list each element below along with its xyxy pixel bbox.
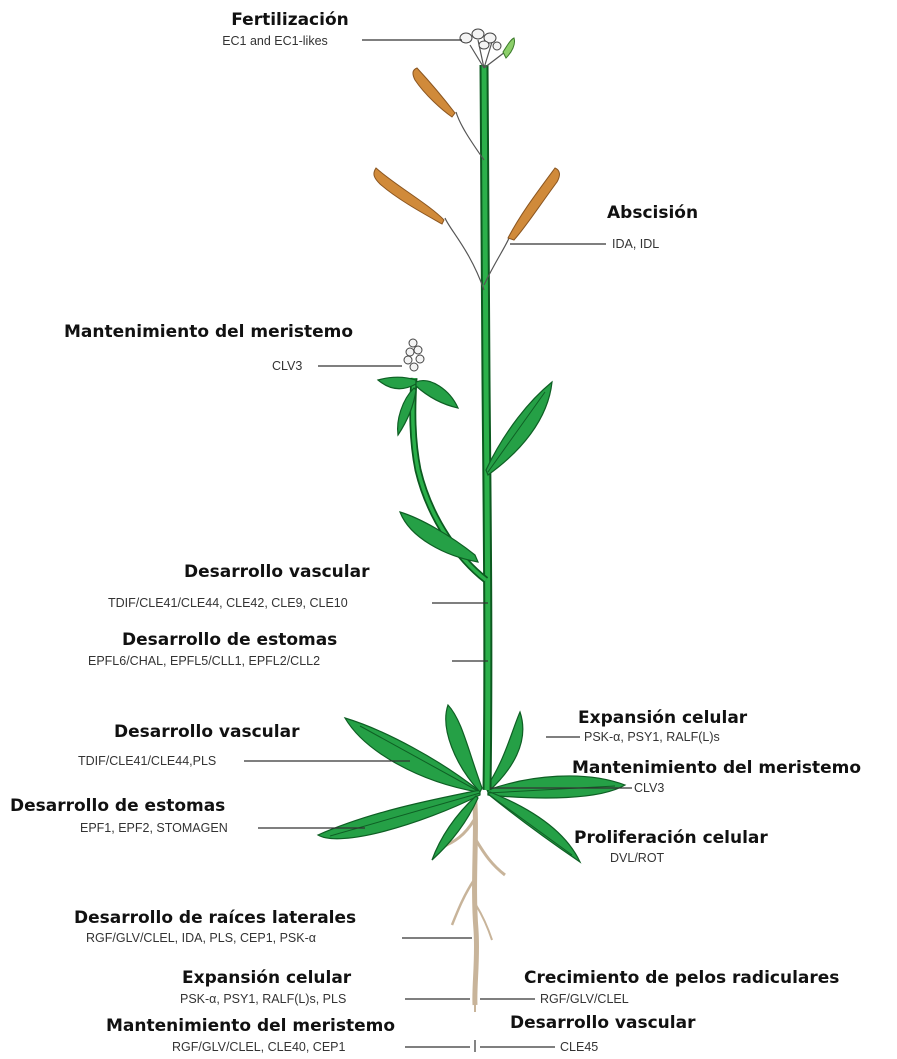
flower-bud — [406, 348, 414, 356]
pedicel — [456, 112, 484, 160]
fertilization-title: Fertilización — [210, 12, 370, 29]
flower — [479, 41, 489, 49]
inflorescence — [460, 29, 515, 68]
meristem-rosette-subtitle: CLV3 — [634, 782, 664, 795]
leaf-vein — [488, 392, 545, 472]
flower-bud — [416, 355, 424, 363]
lateral-root — [476, 840, 505, 875]
vascular-root-title: Desarrollo vascular — [510, 1015, 695, 1032]
stomata-leaf-subtitle: EPF1, EPF2, STOMAGEN — [80, 822, 228, 835]
flower-stalk — [484, 52, 505, 68]
meristem-top-title: Mantenimiento del meristemo — [64, 324, 353, 341]
pedicel — [445, 218, 484, 290]
meristem-root-subtitle: RGF/GLV/CLEL, CLE40, CEP1 — [172, 1041, 345, 1054]
lateral-roots-subtitle: RGF/GLV/CLEL, IDA, PLS, CEP1, PSK-α — [86, 932, 316, 945]
root-system — [440, 790, 505, 1012]
vascular-leaf-title: Desarrollo vascular — [114, 724, 299, 741]
silique — [508, 168, 559, 240]
root-hairs-subtitle: RGF/GLV/CLEL — [540, 993, 629, 1006]
expansion-root-title: Expansión celular — [182, 970, 351, 987]
fertilization-subtitle: EC1 and EC1-likes — [190, 35, 360, 48]
flower — [472, 29, 484, 39]
primary-root — [474, 790, 477, 1005]
proliferation-subtitle: DVL/ROT — [610, 852, 664, 865]
cauline-leaf — [416, 381, 458, 408]
flower-bud-cluster — [404, 339, 424, 371]
meristem-top-subtitle: CLV3 — [272, 360, 302, 373]
stomata-leaf-title: Desarrollo de estomas — [10, 798, 225, 815]
young-silique — [503, 38, 515, 58]
cauline-leaf — [378, 377, 416, 389]
root-hairs-title: Crecimiento de pelos radiculares — [524, 970, 839, 987]
vascular-stem-title: Desarrollo vascular — [184, 564, 369, 581]
meristem-rosette-title: Mantenimiento del meristemo — [572, 760, 861, 777]
abscission-title: Abscisión — [607, 205, 698, 222]
flower-bud — [409, 339, 417, 347]
stomata-stem-title: Desarrollo de estomas — [122, 632, 337, 649]
silique — [413, 68, 455, 117]
vascular-root-subtitle: CLE45 — [560, 1041, 598, 1054]
abscission-subtitle: IDA, IDL — [612, 238, 659, 251]
flower-bud — [404, 356, 412, 364]
expansion-leaf-title: Expansión celular — [578, 710, 747, 727]
leaf-vein — [488, 794, 572, 855]
expansion-leaf-subtitle: PSK-α, PSY1, RALF(L)s — [584, 731, 720, 744]
meristem-root-title: Mantenimiento del meristemo — [106, 1018, 395, 1035]
lateral-root — [452, 880, 474, 925]
silique — [374, 168, 444, 224]
flower — [460, 33, 472, 43]
flower-bud — [414, 346, 422, 354]
vascular-stem-subtitle: TDIF/CLE41/CLE44, CLE42, CLE9, CLE10 — [108, 597, 348, 610]
proliferation-title: Proliferación celular — [574, 830, 768, 847]
stomata-stem-subtitle: EPFL6/CHAL, EPFL5/CLL1, EPFL2/CLL2 — [88, 655, 320, 668]
flower — [493, 42, 501, 50]
flower-bud — [410, 363, 418, 371]
siliques — [374, 68, 560, 290]
vascular-leaf-subtitle: TDIF/CLE41/CLE44,PLS — [78, 755, 216, 768]
side-branch — [378, 339, 486, 580]
expansion-root-subtitle: PSK-α, PSY1, RALF(L)s, PLS — [180, 993, 346, 1006]
lateral-roots-title: Desarrollo de raíces laterales — [74, 910, 356, 927]
